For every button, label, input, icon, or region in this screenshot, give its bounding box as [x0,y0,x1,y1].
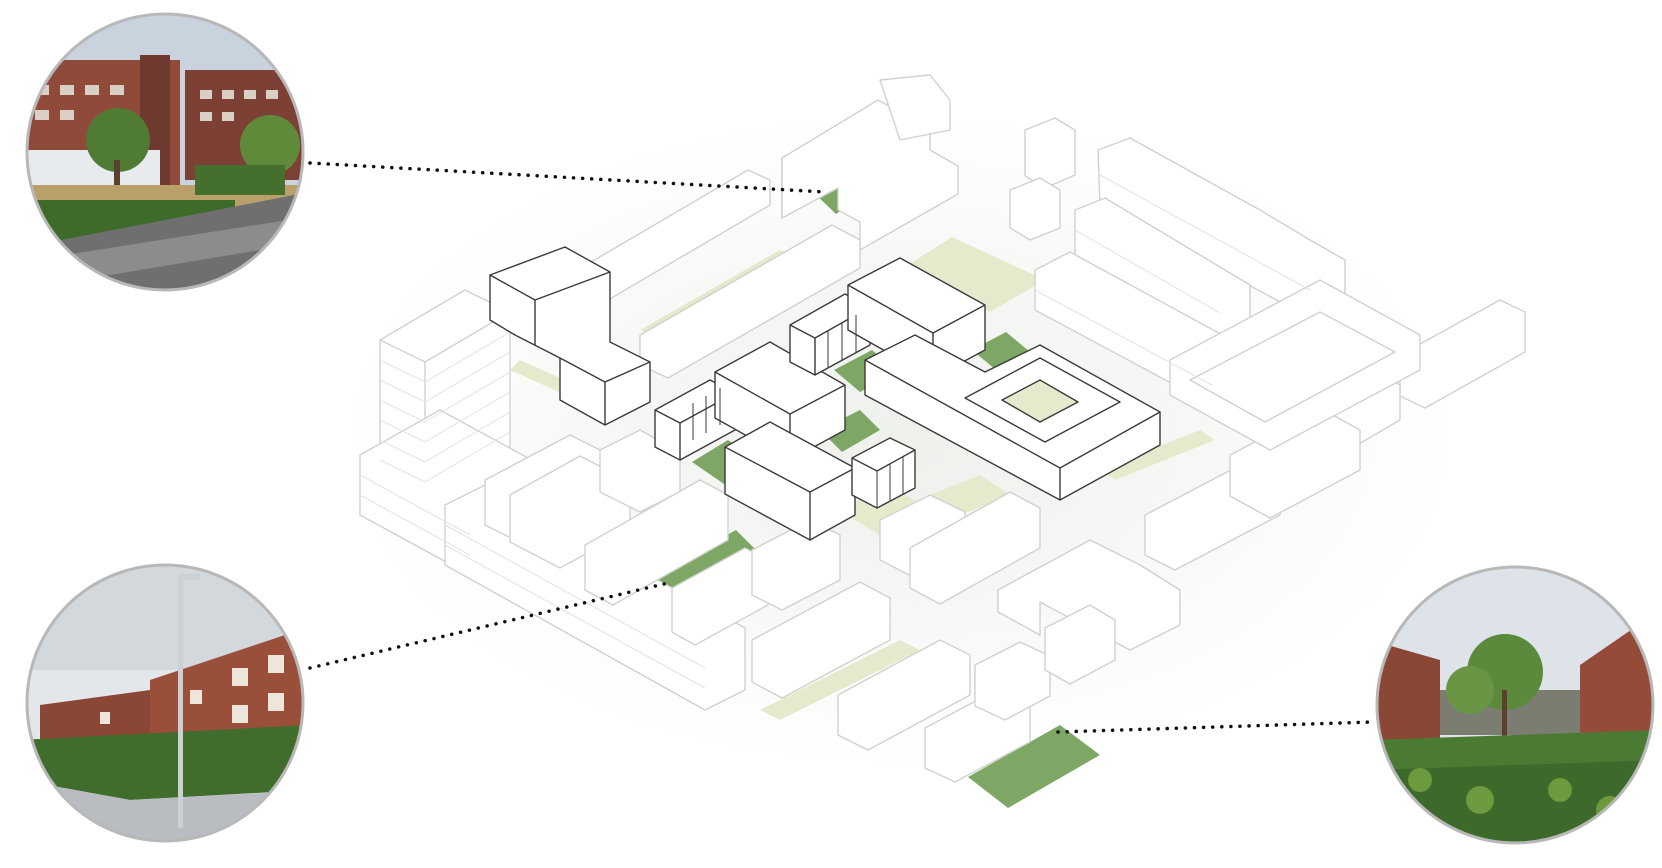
street-photo-with-green-icon [1375,565,1655,845]
photo-ring [1375,565,1655,845]
photo-ring [25,563,305,843]
courtyard-south [968,725,1100,808]
photo-ring [25,12,305,292]
buildings-highlighted [489,246,1161,541]
buildings-light [359,74,1526,783]
facade-grid [692,315,904,508]
street-photo-with-lamp-icon [25,563,305,843]
street-photo-with-hedge-icon [25,12,305,292]
floor-lines [359,174,1311,689]
